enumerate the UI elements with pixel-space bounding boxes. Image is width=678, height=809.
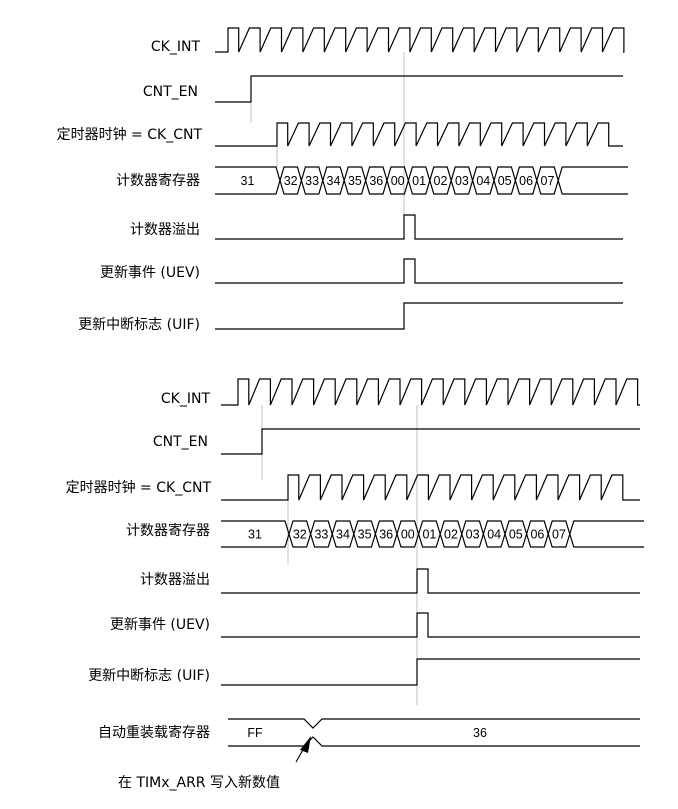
cnt-en-label: CNT_EN xyxy=(143,84,198,100)
counter-value: 03 xyxy=(455,174,469,188)
write-arr-annotation: 在 TIMx_ARR 写入新数值 xyxy=(118,736,311,791)
counter-value: 31 xyxy=(248,528,262,542)
cnt-en-label: CNT_EN xyxy=(153,434,208,450)
counter-value: 05 xyxy=(509,528,523,542)
update-event-label: 更新事件 (UEV) xyxy=(110,617,210,633)
counter-register-label: 计数器寄存器 xyxy=(126,522,210,539)
arr-new-value: 36 xyxy=(473,726,487,740)
counter-value: 32 xyxy=(293,528,307,542)
counter-value: 04 xyxy=(487,528,501,542)
diagram-2-waveforms xyxy=(221,378,640,705)
counter-value: 04 xyxy=(476,174,490,188)
auto-reload-register-bus: FF 36 xyxy=(228,718,640,747)
arr-bus-top-edge xyxy=(228,718,640,729)
ck-int-label: CK_INT xyxy=(161,391,211,407)
counter-value: 01 xyxy=(412,174,426,188)
counter-value: 02 xyxy=(444,528,458,542)
write-arr-annotation-text: 在 TIMx_ARR 写入新数值 xyxy=(118,775,280,791)
update-interrupt-flag-waveform xyxy=(215,302,623,330)
update-event-label: 更新事件 (UEV) xyxy=(100,265,200,281)
counter-value: 33 xyxy=(305,174,319,188)
counter-value: 03 xyxy=(466,528,480,542)
bus-bottom-edge xyxy=(221,531,644,548)
counter-value: 07 xyxy=(541,174,555,188)
counter-value: 35 xyxy=(358,528,372,542)
update-interrupt-flag-label: 更新中断标志 (UIF) xyxy=(78,317,200,333)
counter-register-bus-1: 31 32 33 34 35 36 00 01 02 03 04 05 06 07 xyxy=(215,166,628,195)
counter-value: 07 xyxy=(552,528,566,542)
counter-value: 31 xyxy=(241,174,255,188)
counter-value: 32 xyxy=(284,174,298,188)
update-interrupt-flag-label: 更新中断标志 (UIF) xyxy=(88,668,210,684)
arr-bus-bottom-edge xyxy=(228,736,640,747)
counter-register-label: 计数器寄存器 xyxy=(116,172,200,189)
counter-value: 34 xyxy=(336,528,350,542)
bus-bottom-edge xyxy=(215,178,628,195)
cnt-en-waveform xyxy=(215,75,623,103)
counter-overflow-label: 计数器溢出 xyxy=(140,572,210,588)
counter-value: 35 xyxy=(348,174,362,188)
counter-value: 34 xyxy=(327,174,341,188)
counter-overflow-waveform xyxy=(215,214,623,240)
ck-int-waveform xyxy=(215,27,625,53)
ck-cnt-waveform xyxy=(221,474,640,501)
counter-value: 36 xyxy=(379,528,393,542)
counter-value: 05 xyxy=(498,174,512,188)
ck-cnt-label: 定时器时钟 = CK_CNT xyxy=(66,479,212,496)
counter-overflow-waveform xyxy=(221,568,640,594)
update-event-waveform xyxy=(221,612,640,638)
ck-int-label: CK_INT xyxy=(151,39,201,55)
ck-cnt-waveform xyxy=(215,122,623,147)
counter-value: 06 xyxy=(530,528,544,542)
update-event-waveform xyxy=(215,258,623,284)
counter-value: 06 xyxy=(519,174,533,188)
counter-value: 00 xyxy=(391,174,405,188)
counter-register-bus-2: 31 32 33 34 35 36 00 01 02 03 04 05 06 07 xyxy=(221,520,644,548)
bus-top-edge xyxy=(215,166,628,183)
diagram-1-waveforms xyxy=(215,27,625,330)
ck-int-waveform xyxy=(221,378,640,406)
timing-diagram-1: CK_INT CNT_EN 定时器时钟 = CK_CNT 计数器寄存器 计数器溢… xyxy=(57,27,628,333)
ck-cnt-label: 定时器时钟 = CK_CNT xyxy=(57,126,203,143)
counter-value: 00 xyxy=(401,528,415,542)
counter-value: 33 xyxy=(314,528,328,542)
counter-value: 36 xyxy=(369,174,383,188)
counter-overflow-label: 计数器溢出 xyxy=(130,222,200,238)
bus-top-edge xyxy=(221,520,644,537)
counter-value: 02 xyxy=(434,174,448,188)
auto-reload-register-label: 自动重装载寄存器 xyxy=(98,724,210,741)
cnt-en-waveform xyxy=(221,428,640,455)
counter-value: 01 xyxy=(422,528,436,542)
timing-diagram-2: CK_INT CNT_EN 定时器时钟 = CK_CNT 计数器寄存器 计数器溢… xyxy=(66,378,644,791)
update-interrupt-flag-waveform xyxy=(221,658,640,686)
arr-old-value: FF xyxy=(247,726,263,740)
annotation-arrow-head xyxy=(300,736,311,753)
